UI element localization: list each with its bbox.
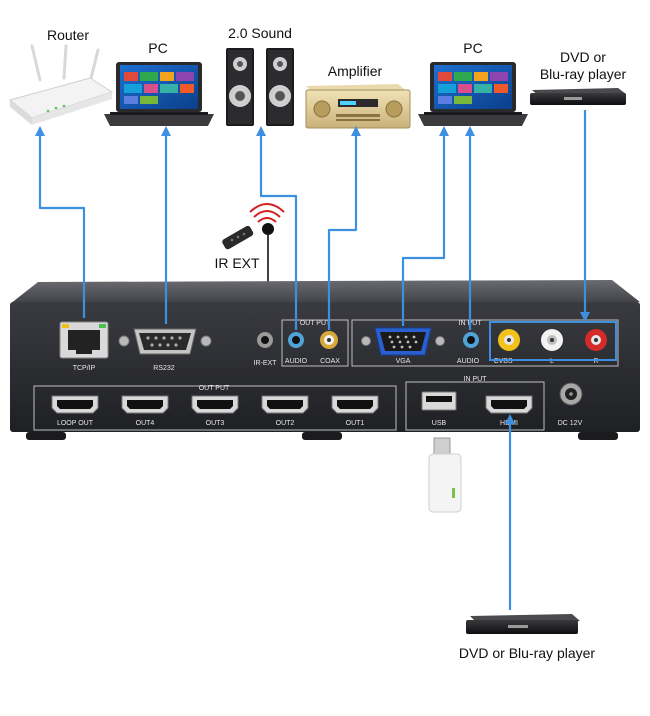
- hdmi-out4-port: [121, 395, 169, 414]
- arrow-pc-right-audio: [465, 126, 475, 136]
- amplifier-icon: [305, 84, 411, 129]
- hdmi-out3-port: [191, 395, 239, 414]
- hdmi-input-port: [485, 395, 533, 414]
- ir-ext-port-label: IR-EXT: [254, 360, 278, 367]
- pc-right-label: PC: [463, 40, 482, 56]
- coax-port: [320, 331, 338, 349]
- usb-label: USB: [432, 420, 447, 427]
- wire-audio-out-to-speakers: [259, 130, 298, 330]
- vga-port: [361, 327, 445, 356]
- dvd-player-bottom-icon: [466, 614, 580, 634]
- arrow-router: [35, 126, 45, 136]
- ir-remote-icon: [222, 225, 254, 250]
- out3-label: OUT3: [206, 420, 225, 427]
- out1-label: OUT1: [346, 420, 365, 427]
- cvbs-label: CVBS: [493, 358, 512, 365]
- dvd-player-top-icon: [530, 88, 626, 105]
- dvd-bottom-label: DVD or Blu-ray player: [459, 645, 595, 661]
- output-hdmi-group-label: OUT PUT: [199, 385, 230, 392]
- pc-left-label: PC: [148, 40, 167, 56]
- input-upper-group-frame: [351, 319, 619, 367]
- vga-label: VGA: [396, 358, 411, 365]
- sound-label: 2.0 Sound: [228, 25, 292, 41]
- router-label: Router: [47, 27, 89, 43]
- wire-router-to-tcp-ip: [38, 130, 86, 318]
- arrow-rca-input: [580, 312, 590, 322]
- arrow-pc-left: [161, 126, 171, 136]
- audio-out-label: AUDIO: [285, 358, 308, 365]
- pc-right-laptop-icon: [418, 62, 528, 126]
- amplifier-label: Amplifier: [328, 63, 383, 79]
- rca-r-label: R: [593, 358, 598, 365]
- ir-ext-label: IR EXT: [214, 255, 260, 271]
- audio-in-label: AUDIO: [457, 358, 480, 365]
- rca-l-label: L: [550, 358, 554, 365]
- hdmi-out1-port: [331, 395, 379, 414]
- input-lower-group-frame: [405, 381, 545, 431]
- wire-pc-right-vga: [401, 130, 446, 326]
- output-audio-group-frame: [281, 319, 349, 367]
- wire-coax-to-amplifier: [327, 130, 358, 330]
- dc-12v-label: DC 12V: [558, 420, 583, 427]
- hdmi-loop-out-port: [51, 395, 99, 414]
- input-lower-group-label: IN PUT: [464, 376, 488, 383]
- output-audio-group-label: OUT PUT: [300, 320, 331, 327]
- dc-power-jack: [559, 382, 583, 406]
- arrow-amplifier: [351, 126, 361, 136]
- out2-label: OUT2: [276, 420, 295, 427]
- rca-yellow-port: [498, 329, 520, 351]
- rs232-port: [118, 328, 212, 355]
- rs232-label: RS232: [153, 365, 175, 372]
- arrow-speakers: [256, 126, 266, 136]
- arrow-hdmi-input: [505, 414, 515, 424]
- dvd-top-label-line1: DVD or: [560, 49, 606, 65]
- out4-label: OUT4: [136, 420, 155, 427]
- output-hdmi-group-frame: [33, 385, 397, 431]
- dvd-top-label-line2: Blu-ray player: [540, 66, 627, 82]
- ir-ext-jack: [257, 332, 273, 348]
- ir-signal-icon: [249, 203, 285, 223]
- rca-white-port: [541, 329, 563, 351]
- tcp-ip-label: TCP/IP: [73, 365, 96, 372]
- pc-left-laptop-icon: [104, 62, 214, 126]
- usb-stick-icon: [428, 437, 462, 513]
- usb-port: [421, 391, 457, 411]
- rca-red-port: [585, 329, 607, 351]
- router-icon: [8, 44, 114, 125]
- audio-in-jack: [463, 332, 479, 348]
- audio-out-jack: [288, 332, 304, 348]
- coax-label: COAX: [320, 358, 340, 365]
- rca-highlight-box: [489, 321, 617, 361]
- speakers-icon: [226, 48, 294, 126]
- loop-out-label: LOOP OUT: [57, 420, 94, 427]
- arrow-pc-right-vga: [439, 126, 449, 136]
- hdmi-out2-port: [261, 395, 309, 414]
- tcp-ip-port: [59, 321, 109, 359]
